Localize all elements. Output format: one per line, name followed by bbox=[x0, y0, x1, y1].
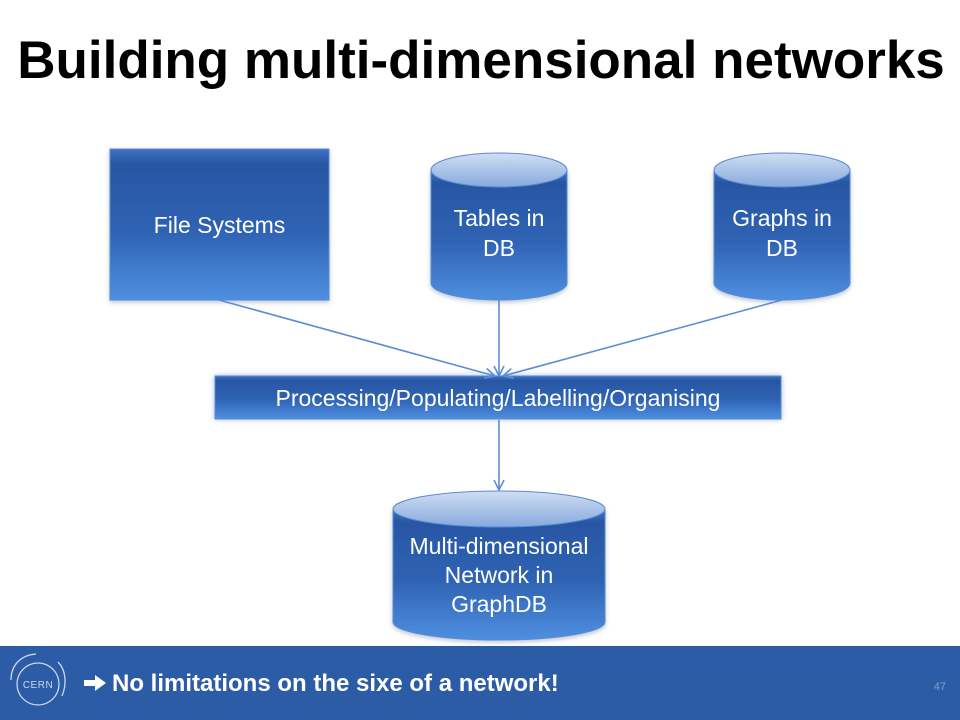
processing-label: Processing/Populating/Labelling/Organisi… bbox=[276, 385, 721, 411]
graphdb-label-line-1: Multi-dimensional bbox=[410, 533, 589, 559]
tables-db-node: Tables in DB bbox=[430, 152, 568, 301]
cern-logo-text: CERN bbox=[23, 680, 53, 691]
graphs-db-label-line-2: DB bbox=[766, 235, 798, 261]
file-systems-box bbox=[109, 148, 330, 301]
arrow-graphs-db-to-processing bbox=[503, 299, 783, 376]
processing-node: Processing/Populating/Labelling/Organisi… bbox=[214, 375, 782, 420]
file-systems-label: File Systems bbox=[154, 212, 286, 238]
file-systems-node: File Systems bbox=[109, 148, 330, 301]
graphdb-label-line-2: Network in bbox=[445, 562, 554, 588]
page-number: 47 bbox=[934, 681, 946, 693]
footer-bar bbox=[0, 646, 960, 720]
tables-db-cylinder-top bbox=[430, 152, 568, 188]
cern-logo-orbit-right bbox=[57, 661, 66, 697]
graphs-db-node: Graphs in DB bbox=[713, 152, 851, 301]
cern-logo-orbit-left bbox=[10, 653, 37, 681]
graphdb-label-line-3: GraphDB bbox=[451, 591, 547, 617]
graphs-db-cylinder-body bbox=[713, 169, 851, 301]
footer: CERN No limitations on the sixe of a net… bbox=[0, 646, 960, 720]
diagram-arrows bbox=[218, 299, 783, 490]
graphdb-cylinder-body bbox=[392, 508, 606, 641]
arrow-right-icon bbox=[84, 675, 106, 691]
graphdb-cylinder-top bbox=[392, 490, 606, 528]
tables-db-label-line-1: Tables in bbox=[454, 205, 545, 231]
arrow-file-systems-to-processing bbox=[218, 299, 495, 376]
cern-logo-ring bbox=[16, 662, 60, 706]
tables-db-label-line-2: DB bbox=[483, 235, 515, 261]
graphs-db-label-line-1: Graphs in bbox=[732, 205, 832, 231]
graphs-db-cylinder-top bbox=[713, 152, 851, 188]
cern-logo-icon: CERN bbox=[10, 653, 66, 706]
graphdb-node: Multi-dimensional Network in GraphDB bbox=[392, 490, 606, 641]
tables-db-cylinder-body bbox=[430, 169, 568, 301]
footer-message: No limitations on the sixe of a network! bbox=[112, 670, 559, 697]
slide-title: Building multi-dimensional networks bbox=[17, 31, 945, 90]
